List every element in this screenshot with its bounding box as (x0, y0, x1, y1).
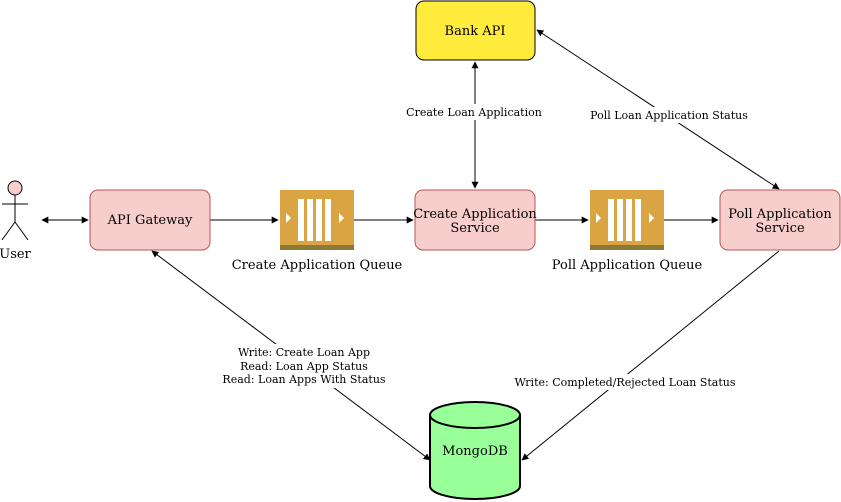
poll-queue-label: Poll Application Queue (552, 258, 703, 273)
create-queue-icon (280, 190, 354, 250)
create-service-label-line1: Create Application (413, 207, 537, 222)
create-service-label-line2: Service (450, 221, 500, 236)
bank-api-label: Bank API (445, 24, 506, 39)
poll-service-label-line2: Service (755, 221, 805, 236)
poll-service-node (719, 189, 841, 251)
edge-label-write-completed-rejected: Write: Completed/Rejected Loan Status (514, 376, 735, 389)
edge-label-write-create-loan-app: Write: Create Loan App (238, 346, 370, 359)
poll-queue-icon (590, 190, 664, 250)
bank-api-node (415, 0, 536, 61)
user-label: User (0, 247, 32, 262)
api-gateway-node (89, 189, 211, 251)
edge-label-read-loan-apps-with-status: Read: Loan Apps With Status (222, 373, 385, 386)
api-gateway-label: API Gateway (107, 213, 193, 228)
edge-poll-service-db (521, 250, 780, 461)
edge-label-poll-loan-application-status: Poll Loan Application Status (590, 109, 748, 122)
edge-label-read-loan-app-status: Read: Loan App Status (240, 360, 368, 373)
mongodb-label: MongoDB (442, 444, 508, 459)
create-service-node (414, 189, 536, 251)
user-head (7, 180, 23, 196)
user-actor (1, 180, 29, 241)
edge-label-create-loan-application: Create Loan Application (406, 106, 542, 119)
create-queue-label: Create Application Queue (232, 258, 403, 273)
poll-service-label-line1: Poll Application (728, 207, 832, 222)
mongodb-cylinder (429, 401, 521, 500)
